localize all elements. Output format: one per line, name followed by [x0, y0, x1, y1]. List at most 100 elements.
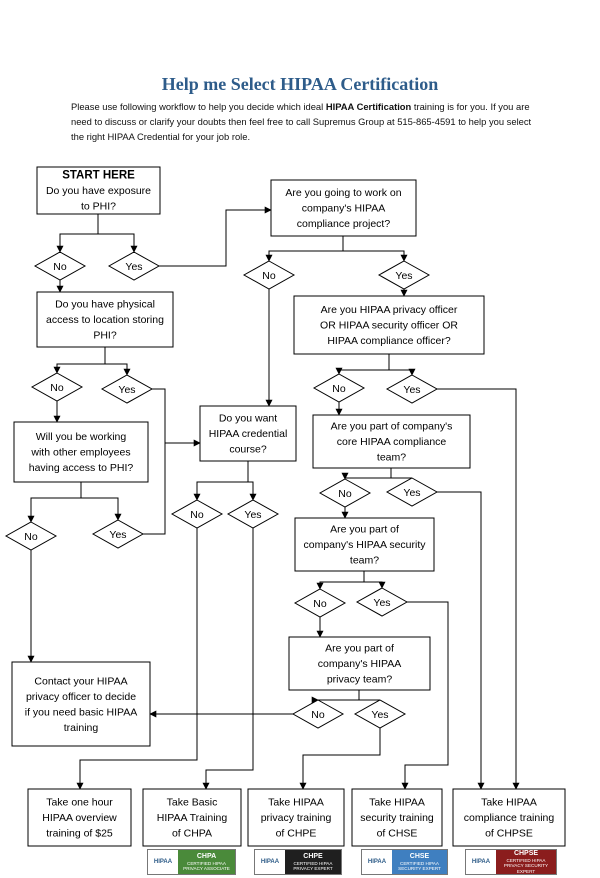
outcome-box-3-text: privacy training	[261, 812, 332, 824]
hipaa-logo-icon: HIPAA	[466, 850, 496, 874]
connector-line	[53, 347, 106, 374]
question-core-team-box-text: Are you part of company's	[331, 421, 453, 433]
decision-start-no-label: No	[53, 261, 67, 273]
decision-start-yes-label: Yes	[125, 261, 142, 273]
decision-priv-no	[291, 699, 345, 729]
connector-line	[343, 250, 408, 262]
hipaa-logo-icon: HIPAA	[362, 850, 392, 874]
connector-line	[364, 581, 386, 589]
question-privacy-team-box-text: company's HIPAA	[318, 658, 402, 670]
intro-text-start: Please use following workflow to help yo…	[71, 101, 326, 112]
outcome-box-4	[351, 788, 443, 847]
outcome-box-3-text: of CHPE	[276, 828, 317, 840]
outcome-box-1-text: Take one hour	[46, 797, 113, 809]
question-privacy-team-box-text: Are you part of	[325, 643, 394, 655]
decision-sec-yes	[355, 587, 409, 617]
question-credential-box-text: Do you want	[219, 413, 277, 425]
question-project-box-text: compliance project?	[297, 218, 391, 230]
badge-chpe-text: CHPE CERTIFIED HIPAA PRIVACY EXPERT	[285, 850, 341, 874]
outcome-box-2-text: HIPAA Training	[157, 812, 228, 824]
badge-chpse: HIPAA CHPSE CERTIFIED HIPAA PRIVACY SECU…	[465, 849, 557, 875]
decision-phys-yes	[100, 374, 154, 404]
question-security-team-box	[294, 517, 435, 572]
badge-chpa: HIPAA CHPA CERTIFIED HIPAA PRIVACY ASSOC…	[147, 849, 236, 875]
contact-privacy-officer-box-text: Contact your HIPAA	[34, 675, 127, 687]
decision-core-no	[318, 478, 372, 508]
decision-cred-no-label: No	[190, 509, 204, 521]
connector-line	[335, 354, 390, 375]
decision-off-no-label: No	[332, 383, 346, 395]
decision-sec-yes-label: Yes	[373, 597, 390, 609]
question-security-team-box-text: Are you part of	[330, 524, 399, 536]
connector-line	[299, 728, 381, 790]
question-officer-box-text: HIPAA compliance officer?	[327, 335, 450, 347]
badge-chpse-text: CHPSE CERTIFIED HIPAA PRIVACY SECURITY E…	[496, 850, 556, 874]
outcome-box-2-text: of CHPA	[172, 828, 212, 840]
start-box	[36, 166, 161, 215]
connector-line	[317, 690, 360, 704]
question-core-team-box-text: team?	[377, 452, 406, 464]
start-box-text: Do you have exposure	[46, 185, 151, 197]
decision-phys-no-label: No	[50, 382, 64, 394]
connector-line	[265, 236, 344, 262]
badge-desc: CERTIFIED HIPAA SECURITY EXPERT	[398, 860, 441, 872]
decision-cred-no	[170, 499, 224, 529]
connector-line	[437, 491, 485, 790]
intro-text-end: training is for you. If you are need to …	[71, 101, 532, 142]
question-credential-box-text: course?	[229, 444, 267, 456]
decision-phys-yes-label: Yes	[118, 384, 135, 396]
question-privacy-team-box	[288, 636, 431, 691]
contact-privacy-officer-box-text: training	[64, 722, 99, 734]
decision-off-no	[312, 373, 366, 403]
question-credential-box-text: HIPAA credential	[209, 428, 288, 440]
badge-chpa-text: CHPA CERTIFIED HIPAA PRIVACY ASSOCIATE	[178, 850, 235, 874]
question-officer-box-text: OR HIPAA security officer OR	[320, 320, 458, 332]
outcome-box-5-text: Take HIPAA	[481, 797, 537, 809]
decision-emp-yes-label: Yes	[109, 529, 126, 541]
connector-line	[56, 214, 99, 253]
outcome-box-4-text: Take HIPAA	[369, 797, 425, 809]
question-employees-box-text: with other employees	[30, 447, 130, 459]
outcome-box-5-text: of CHPSE	[485, 828, 533, 840]
contact-privacy-officer-box	[11, 661, 151, 747]
badge-abbr: CHPSE	[513, 849, 539, 857]
decision-cred-yes	[226, 499, 280, 529]
question-physical-access-box-text: Do you have physical	[55, 299, 155, 311]
badge-chse-text: CHSE CERTIFIED HIPAA SECURITY EXPERT	[392, 850, 447, 874]
decision-emp-no-label: No	[24, 531, 38, 543]
outcome-box-1	[27, 788, 132, 847]
question-core-team-box-text: core HIPAA compliance	[337, 436, 447, 448]
question-officer-box	[293, 295, 485, 355]
connector-line	[193, 461, 249, 501]
outcome-box-3-text: Take HIPAA	[268, 797, 324, 809]
page-title: Help me Select HIPAA Certification	[161, 74, 439, 94]
question-credential-box	[199, 405, 297, 462]
badge-abbr: CHPE	[303, 852, 323, 860]
question-physical-access-box	[36, 291, 174, 348]
connector-line	[159, 206, 272, 267]
question-officer-box-text: Are you HIPAA privacy officer	[321, 304, 458, 316]
outcome-box-4-text: of CHSE	[377, 828, 418, 840]
decision-emp-yes	[91, 519, 145, 549]
decision-priv-yes-label: Yes	[371, 709, 388, 721]
decision-proj-no-label: No	[262, 270, 276, 282]
hipaa-logo-icon: HIPAA	[148, 850, 178, 874]
decision-sec-no	[293, 588, 347, 618]
question-physical-access-box-text: access to location storing	[46, 314, 164, 326]
intro-text-bold: HIPAA Certification	[325, 101, 412, 112]
decision-start-no	[33, 251, 87, 281]
decision-off-yes	[385, 374, 439, 404]
contact-privacy-officer-box-text: if you need basic HIPAA	[25, 706, 137, 718]
badge-desc: CERTIFIED HIPAA PRIVACY SECURITY EXPERT	[503, 857, 549, 874]
badge-chse: HIPAA CHSE CERTIFIED HIPAA SECURITY EXPE…	[361, 849, 448, 875]
badge-desc: CERTIFIED HIPAA PRIVACY ASSOCIATE	[183, 860, 230, 872]
question-security-team-box-text: team?	[350, 555, 379, 567]
start-box-text: to PHI?	[81, 201, 116, 213]
intro-text: Please use following workflow to help yo…	[71, 99, 541, 144]
decision-phys-no	[30, 372, 84, 402]
question-project-box-text: Are you going to work on	[285, 187, 401, 199]
start-box-text: START HERE	[62, 170, 135, 182]
question-core-team-box	[312, 414, 471, 469]
question-physical-access-box-text: PHI?	[93, 330, 117, 342]
outcome-box-5-text: compliance training	[464, 812, 555, 824]
